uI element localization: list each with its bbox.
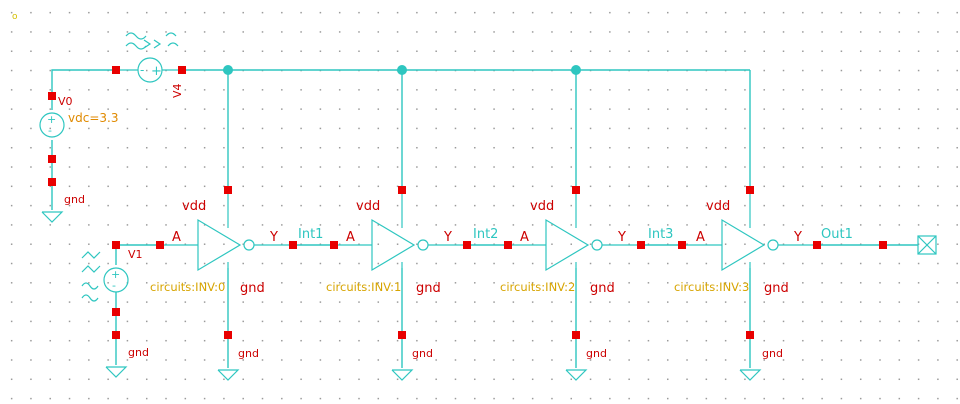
v4-label: V4: [171, 83, 184, 98]
svg-text:Y: Y: [617, 230, 626, 245]
inverter-3[interactable]: vdd A Y circuits:INV:3 gnd: [674, 190, 817, 296]
svg-text:+: +: [151, 64, 162, 79]
svg-text:+: +: [111, 268, 120, 281]
svg-text:vdd: vdd: [530, 199, 554, 214]
svg-text:-: -: [140, 63, 144, 77]
svg-text:Y: Y: [269, 230, 278, 245]
svg-text:A: A: [172, 230, 181, 245]
svg-text:gnd: gnd: [238, 347, 259, 360]
ground-inv0: gnd: [217, 347, 259, 381]
net-int2: Int2: [473, 227, 498, 242]
v1-label: V1: [128, 248, 143, 261]
svg-text:gnd: gnd: [586, 347, 607, 360]
source-v0[interactable]: + - V0 vdc=3.3: [39, 95, 118, 138]
ground-v0: gnd: [41, 193, 85, 223]
source-v1[interactable]: + - V1: [81, 248, 143, 302]
output-terminal[interactable]: [917, 235, 937, 255]
svg-text:gnd: gnd: [412, 347, 433, 360]
net-out1: Out1: [821, 227, 853, 242]
svg-text:gnd: gnd: [64, 193, 85, 206]
svg-text:gnd: gnd: [762, 347, 783, 360]
svg-text:A: A: [346, 230, 355, 245]
svg-text:gnd: gnd: [416, 281, 441, 296]
svg-text:A: A: [696, 230, 705, 245]
svg-text:Y: Y: [443, 230, 452, 245]
svg-text:vdd: vdd: [706, 199, 730, 214]
svg-text:vdd: vdd: [356, 199, 380, 214]
svg-text:A: A: [520, 230, 529, 245]
svg-text:gnd: gnd: [590, 281, 615, 296]
ground-inv2: gnd: [565, 347, 607, 381]
svg-text:+: +: [47, 113, 56, 126]
inverter-1-instance: circuits:INV:1: [326, 280, 401, 294]
svg-text:gnd: gnd: [240, 281, 265, 296]
svg-text:-: -: [48, 124, 52, 137]
corner-mark: o: [12, 12, 18, 22]
net-int3: Int3: [648, 227, 673, 242]
svg-text:vdd: vdd: [182, 199, 206, 214]
svg-text:gnd: gnd: [128, 346, 149, 359]
svg-text:-: -: [112, 279, 116, 292]
v0-label: V0: [58, 95, 73, 108]
inverter-2[interactable]: vdd A Y circuits:INV:2 gnd: [500, 190, 641, 296]
pins: [48, 66, 887, 339]
svg-text:Y: Y: [793, 230, 802, 245]
net-int1: Int1: [298, 227, 323, 242]
ground-v1: gnd: [105, 346, 149, 378]
junctions: [223, 65, 581, 75]
wires: [51, 69, 918, 368]
ground-inv1: gnd: [391, 347, 433, 381]
inverter-0-instance: circuits:INV:0: [150, 280, 225, 294]
inverter-0[interactable]: vdd A Y circuits:INV:0 gnd: [150, 190, 293, 296]
inverter-3-instance: circuits:INV:3: [674, 280, 749, 294]
ground-inv3: gnd: [739, 347, 783, 381]
v0-param: vdc=3.3: [68, 111, 118, 125]
svg-text:gnd: gnd: [764, 281, 789, 296]
inverter-1[interactable]: vdd A Y circuits:INV:1 gnd: [326, 190, 467, 296]
source-v4[interactable]: - + V4: [116, 32, 184, 98]
inverter-2-instance: circuits:INV:2: [500, 280, 575, 294]
